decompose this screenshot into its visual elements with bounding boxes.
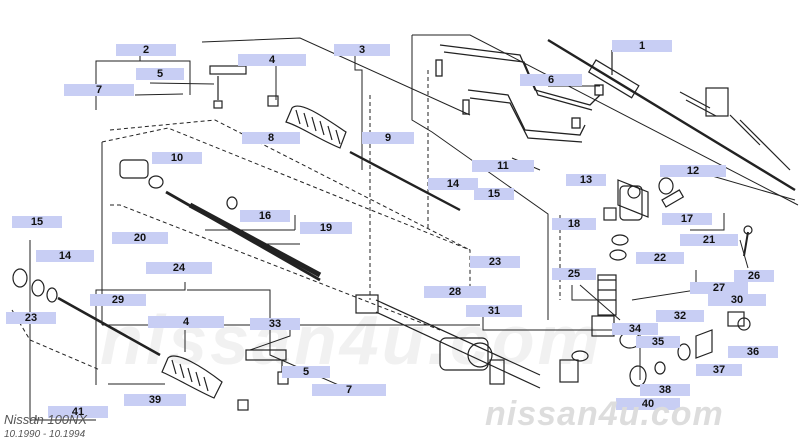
callout-17[interactable]: 17 xyxy=(662,213,712,225)
callout-4-lower[interactable]: 4 xyxy=(148,316,224,328)
callout-38[interactable]: 38 xyxy=(640,384,690,396)
callout-39[interactable]: 39 xyxy=(124,394,186,406)
callout-18[interactable]: 18 xyxy=(552,218,596,230)
callout-27[interactable]: 27 xyxy=(690,282,748,294)
callout-34[interactable]: 34 xyxy=(612,323,658,335)
callout-9[interactable]: 9 xyxy=(362,132,414,144)
callout-5[interactable]: 5 xyxy=(136,68,184,80)
callout-41[interactable]: 41 xyxy=(48,406,108,418)
callout-24[interactable]: 24 xyxy=(146,262,212,274)
callout-21[interactable]: 21 xyxy=(680,234,738,246)
callout-15-left[interactable]: 15 xyxy=(12,216,62,228)
callout-40[interactable]: 40 xyxy=(616,398,680,410)
footer-model: Nissan 100NX xyxy=(4,412,88,427)
callout-2[interactable]: 2 xyxy=(116,44,176,56)
callout-25[interactable]: 25 xyxy=(552,268,596,280)
callout-12[interactable]: 12 xyxy=(660,165,726,177)
callout-16[interactable]: 16 xyxy=(240,210,290,222)
callout-33[interactable]: 33 xyxy=(250,318,300,330)
callout-26[interactable]: 26 xyxy=(734,270,774,282)
callout-4[interactable]: 4 xyxy=(238,54,306,66)
callout-22[interactable]: 22 xyxy=(636,252,684,264)
callout-23-left[interactable]: 23 xyxy=(6,312,56,324)
callout-11[interactable]: 11 xyxy=(472,160,534,172)
callout-8[interactable]: 8 xyxy=(242,132,300,144)
callout-14[interactable]: 14 xyxy=(428,178,478,190)
callout-7-lower[interactable]: 7 xyxy=(312,384,386,396)
callout-13[interactable]: 13 xyxy=(566,174,606,186)
callout-10[interactable]: 10 xyxy=(152,152,202,164)
callout-14-left[interactable]: 14 xyxy=(36,250,94,262)
callout-32[interactable]: 32 xyxy=(656,310,704,322)
callout-28[interactable]: 28 xyxy=(424,286,486,298)
callout-36[interactable]: 36 xyxy=(728,346,778,358)
callout-30[interactable]: 30 xyxy=(708,294,766,306)
callout-7[interactable]: 7 xyxy=(64,84,134,96)
callout-3[interactable]: 3 xyxy=(334,44,390,56)
callout-19[interactable]: 19 xyxy=(300,222,352,234)
callout-1[interactable]: 1 xyxy=(612,40,672,52)
callout-5-lower[interactable]: 5 xyxy=(282,366,330,378)
callout-6[interactable]: 6 xyxy=(520,74,582,86)
watermark-site: nissan4u.com xyxy=(485,395,724,433)
callout-15[interactable]: 15 xyxy=(474,188,514,200)
callout-29[interactable]: 29 xyxy=(90,294,146,306)
callout-31[interactable]: 31 xyxy=(466,305,522,317)
callout-35[interactable]: 35 xyxy=(636,336,680,348)
callout-37[interactable]: 37 xyxy=(696,364,742,376)
callout-23[interactable]: 23 xyxy=(470,256,520,268)
callout-20[interactable]: 20 xyxy=(112,232,168,244)
footer-years: 10.1990 - 10.1994 xyxy=(4,429,86,440)
